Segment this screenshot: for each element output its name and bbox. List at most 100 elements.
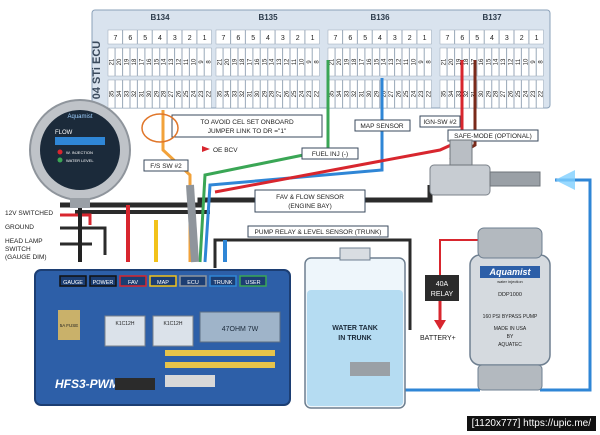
port-power: POWER — [89, 275, 117, 287]
svg-text:26: 26 — [509, 90, 515, 97]
ecu-pin: 1 — [416, 29, 432, 45]
svg-text:4: 4 — [378, 35, 382, 42]
pin-header-2 — [165, 362, 275, 368]
svg-text:28: 28 — [494, 90, 500, 97]
port-user: USER — [239, 275, 267, 287]
ecu-pin: 30 — [364, 79, 373, 109]
svg-text:23: 23 — [419, 90, 425, 97]
ecu-pin: 8 — [312, 47, 320, 77]
svg-text:1: 1 — [423, 35, 427, 42]
svg-text:12: 12 — [509, 58, 515, 65]
head-lamp-label-3: (GAUGE DIM) — [5, 254, 47, 261]
ecu-pin: 10 — [521, 47, 529, 77]
fs-sw2-box — [143, 159, 189, 172]
ecu-pin: 19 — [122, 47, 131, 77]
ecu-pin: 13 — [275, 47, 283, 77]
svg-text:20: 20 — [337, 58, 343, 65]
svg-text:34: 34 — [225, 90, 231, 97]
ecu-pin: 14 — [159, 47, 168, 77]
svg-text:34: 34 — [337, 90, 343, 97]
svg-text:3: 3 — [393, 35, 397, 42]
svg-text:33: 33 — [457, 90, 463, 97]
svg-text:30: 30 — [479, 90, 485, 97]
svg-text:12: 12 — [177, 58, 183, 65]
ecu-pin: 14 — [267, 47, 276, 77]
pump-brand-bar — [480, 266, 540, 278]
svg-text:15: 15 — [262, 58, 268, 65]
ecu-pin: 3 — [275, 29, 290, 45]
svg-text:6: 6 — [236, 35, 240, 42]
ecu-pin: 24 — [521, 79, 529, 109]
fs-sw2-label: F/S SW #2 — [150, 163, 182, 170]
svg-text:34: 34 — [117, 90, 123, 97]
svg-text:4: 4 — [158, 35, 162, 42]
svg-text:31: 31 — [139, 90, 145, 97]
ecu-pin: 3 — [167, 29, 182, 45]
pin-header — [165, 350, 275, 356]
svg-text:13: 13 — [389, 58, 395, 65]
ecu-pin: 9 — [528, 47, 537, 77]
pump-model: DDP1000 — [498, 292, 522, 298]
ecu-pin: 29 — [260, 79, 268, 109]
ecu-pin: 32 — [130, 79, 138, 109]
svg-text:POWER: POWER — [93, 280, 114, 286]
svg-text:31: 31 — [247, 90, 253, 97]
engine-bay-label: (ENGINE BAY) — [288, 203, 332, 210]
ecu-pin: 12 — [506, 47, 515, 77]
svg-text:30: 30 — [367, 90, 373, 97]
gauge-water-level: WATER LEVEL — [66, 158, 94, 163]
ecu-pin: 12 — [282, 47, 291, 77]
ecu-pin: 16 — [364, 47, 373, 77]
svg-text:USER: USER — [245, 280, 260, 286]
svg-text:35: 35 — [218, 90, 224, 97]
svg-text:10: 10 — [191, 58, 197, 65]
ecu-pin: 23 — [528, 79, 537, 109]
ecu-pin: 23 — [196, 79, 205, 109]
wire-ground — [60, 226, 107, 255]
ecu-pin: 31 — [137, 79, 145, 109]
ecu-pin: 12 — [174, 47, 183, 77]
ecu-pin: 13 — [167, 47, 175, 77]
ecu-pin: 25 — [402, 79, 410, 109]
svg-text:11: 11 — [292, 58, 298, 65]
svg-text:19: 19 — [457, 58, 463, 65]
map-sensor-box — [354, 119, 411, 132]
ecu-pin: 24 — [297, 79, 305, 109]
ecu-pin: 15 — [372, 47, 380, 77]
ecu-pin: 32 — [238, 79, 246, 109]
ecu-pin: 6 — [122, 29, 138, 45]
ecu-pin: 8 — [536, 47, 544, 77]
svg-text:16: 16 — [255, 58, 261, 65]
ecu-connector-label: B135 — [258, 13, 278, 22]
svg-text:25: 25 — [404, 90, 410, 97]
svg-text:32: 32 — [132, 90, 138, 97]
svg-text:18: 18 — [132, 58, 138, 65]
svg-text:14: 14 — [494, 58, 500, 65]
ecu-pin: 2 — [182, 29, 197, 45]
ecu-pin: 25 — [182, 79, 190, 109]
relay-line2: RELAY — [431, 291, 454, 298]
gauge-led-green — [57, 157, 63, 163]
gauge-brand: Aquamist — [67, 114, 92, 120]
jumper-highlight — [141, 113, 179, 143]
pump-tagline: water injection — [497, 279, 523, 284]
svg-text:9: 9 — [531, 60, 537, 64]
svg-text:35: 35 — [330, 90, 336, 97]
svg-text:29: 29 — [154, 90, 160, 97]
ecu-pin: 13 — [387, 47, 395, 77]
level-sensor — [350, 362, 390, 376]
fuse-label: 5A FUSE — [60, 323, 79, 328]
ecu-pin: 4 — [484, 29, 500, 45]
ecu-pin: 27 — [275, 79, 283, 109]
ecu-connector-label: B136 — [370, 13, 390, 22]
ecu-pin: 6 — [230, 29, 246, 45]
ecu-pin: 28 — [491, 79, 500, 109]
ecu-pin: 14 — [491, 47, 500, 77]
ecu-pin: 7 — [439, 29, 455, 45]
svg-text:30: 30 — [255, 90, 261, 97]
svg-text:19: 19 — [233, 58, 239, 65]
